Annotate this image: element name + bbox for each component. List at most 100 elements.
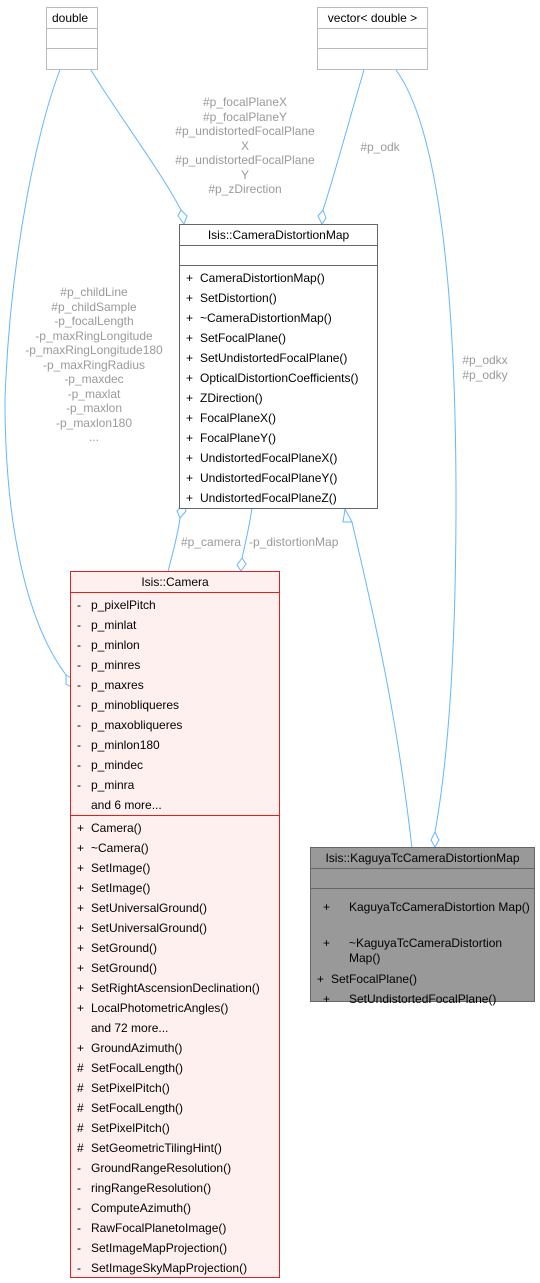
- camera-method-visibility: -: [77, 1161, 81, 1175]
- kaguya-method-visibility: +: [317, 972, 325, 986]
- camera-method-setimage[interactable]: +SetImage(): [71, 878, 279, 898]
- distortion-map-method-visibility: +: [186, 491, 194, 505]
- camera-attribute-p-maxres[interactable]: -p_maxres: [71, 675, 279, 695]
- kaguya-method-kaguyatccameradistortion-map[interactable]: +KaguyaTcCameraDistortion Map(): [311, 897, 534, 933]
- edge-label-double-cam-line: -p_maxlon180: [55, 415, 133, 430]
- camera-method-setimageskymapprojection[interactable]: -SetImageSkyMapProjection(): [71, 1258, 279, 1278]
- inheritance-arrowhead: [342, 507, 353, 523]
- distortion-map-method-zdirection[interactable]: +ZDirection(): [180, 388, 377, 408]
- distortion-map-method-visibility: +: [186, 391, 194, 405]
- distortion-map-method-cameradistortionmap[interactable]: +CameraDistortionMap(): [180, 268, 377, 288]
- distortion-map-method-name: SetUndistortedFocalPlane(): [200, 351, 348, 365]
- distortion-map-method-setundistortedfocalplane[interactable]: +SetUndistortedFocalPlane(): [180, 348, 377, 368]
- camera-attribute-visibility: -: [77, 698, 81, 712]
- class-camera-title: Isis::Camera: [71, 572, 279, 593]
- kaguya-method-visibility: +: [323, 992, 331, 1006]
- edge-label-double-cam-line: -p_maxlon: [65, 401, 123, 415]
- distortion-map-method-name: CameraDistortionMap(): [200, 271, 325, 285]
- camera-attribute-visibility: -: [77, 678, 81, 692]
- edge-label-double-dist-line: X: [240, 138, 249, 153]
- camera-method-ringrangeresolution[interactable]: -ringRangeResolution(): [71, 1178, 279, 1198]
- edge-label-vector-kag-line: #p_odkx: [462, 353, 508, 367]
- camera-method-setpixelpitch[interactable]: #SetPixelPitch(): [71, 1078, 279, 1098]
- camera-attribute-name: p_pixelPitch: [91, 598, 156, 612]
- camera-attribute-p-minlat[interactable]: -p_minlat: [71, 615, 279, 635]
- class-kaguya-tc-camera-distortion-map[interactable]: Isis::KaguyaTcCameraDistortionMap +Kaguy…: [310, 847, 535, 1006]
- edge-label-double-dist-line: #p_focalPlaneY: [202, 109, 288, 124]
- camera-attribute-p-minlon[interactable]: -p_minlon: [71, 635, 279, 655]
- camera-method-visibility: +: [77, 941, 85, 955]
- camera-attribute-p-pixelpitch[interactable]: -p_pixelPitch: [71, 595, 279, 615]
- distortion-map-method-undistortedfocalplaney[interactable]: +UndistortedFocalPlaneY(): [180, 468, 377, 488]
- camera-method-setuniversalground[interactable]: +SetUniversalGround(): [71, 898, 279, 918]
- edge-label-double-dist-line: #p_focalPlaneX: [202, 95, 288, 109]
- class-camera-methods: +Camera()+~Camera()+SetImage()+SetImage(…: [71, 816, 279, 1278]
- camera-attribute-p-maxobliqueres[interactable]: -p_maxobliqueres: [71, 715, 279, 735]
- camera-method-name: SetPixelPitch(): [91, 1121, 170, 1135]
- camera-method-setimagemapprojection[interactable]: -SetImageMapProjection(): [71, 1238, 279, 1258]
- kaguya-method-setfocalplane[interactable]: +SetFocalPlane(): [311, 969, 534, 989]
- distortion-map-method-opticaldistortioncoefficients[interactable]: +OpticalDistortionCoefficients(): [180, 368, 377, 388]
- camera-attribute-p-mindec[interactable]: -p_mindec: [71, 755, 279, 775]
- edge-vector-to-distortion-map: [322, 69, 365, 211]
- class-camera-attributes: -p_pixelPitch-p_minlat-p_minlon-p_minres…: [71, 593, 279, 816]
- camera-method-visibility: +: [77, 881, 85, 895]
- distortion-map-method-focalplanex[interactable]: +FocalPlaneX(): [180, 408, 377, 428]
- camera-attributes-more[interactable]: and 6 more...: [91, 798, 162, 812]
- camera-method-setuniversalground[interactable]: +SetUniversalGround(): [71, 918, 279, 938]
- camera-method-visibility: +: [77, 841, 85, 855]
- camera-method-setfocallength[interactable]: # SetFocalLength(): [71, 1098, 279, 1118]
- camera-method-computeazimuth[interactable]: -ComputeAzimuth(): [71, 1198, 279, 1218]
- camera-attribute-name: p_minres: [91, 658, 141, 672]
- camera-method-camera[interactable]: +Camera(): [71, 818, 279, 838]
- distortion-map-method-setdistortion[interactable]: +SetDistortion(): [180, 288, 377, 308]
- camera-method-visibility: -: [77, 1201, 81, 1215]
- camera-method-setfocallength[interactable]: #SetFocalLength(): [71, 1058, 279, 1078]
- class-double[interactable]: double: [46, 7, 98, 70]
- class-camera[interactable]: Isis::Camera -p_pixelPitch-p_minlat-p_mi…: [70, 571, 280, 1278]
- camera-method-setground[interactable]: +SetGround(): [71, 958, 279, 978]
- edge-label-vector-to-kaguya: #p_odkx#p_odky: [450, 353, 520, 382]
- camera-attribute-p-minres[interactable]: -p_minres: [71, 655, 279, 675]
- camera-method-name: SetFocalLength(): [91, 1101, 184, 1115]
- class-camera-distortion-map[interactable]: Isis::CameraDistortionMap +CameraDistort…: [179, 224, 378, 509]
- class-kaguya-title: Isis::KaguyaTcCameraDistortionMap: [311, 848, 534, 869]
- distortion-map-method-undistortedfocalplanez[interactable]: +UndistortedFocalPlaneZ(): [180, 488, 377, 508]
- class-vector-double[interactable]: vector< double >: [317, 7, 428, 70]
- kaguya-method-name: ~KaguyaTcCameraDistortion Map(): [349, 936, 503, 965]
- camera-method-setrightascensiondeclination[interactable]: + SetRightAscensionDeclination(): [71, 978, 279, 998]
- distortion-map-method-undistortedfocalplanex[interactable]: +UndistortedFocalPlaneX(): [180, 448, 377, 468]
- camera-method-visibility: +: [77, 1041, 85, 1055]
- class-kaguya-methods: +KaguyaTcCameraDistortion Map() + ~KaguyaT…: [311, 889, 534, 1025]
- camera-method-visibility: #: [77, 1101, 84, 1115]
- camera-method-setgeometrictilinghint[interactable]: #SetGeometricTilingHint(): [71, 1138, 279, 1158]
- kaguya-method-setundistortedfocalplane[interactable]: +SetUndistortedFocalPlane(): [311, 989, 534, 1025]
- class-double-methods: [47, 49, 97, 69]
- camera-attribute-p-minlon180[interactable]: -p_minlon180: [71, 735, 279, 755]
- camera-method-rawfocalplanetoimage[interactable]: -RawFocalPlanetoImage(): [71, 1218, 279, 1238]
- camera-method-visibility: -: [77, 1221, 81, 1235]
- class-camera-distortion-map-methods: +CameraDistortionMap()+SetDistortion()+~…: [180, 266, 377, 508]
- camera-method-visibility: #: [77, 1121, 84, 1135]
- camera-method-groundrangeresolution[interactable]: -GroundRangeResolution(): [71, 1158, 279, 1178]
- camera-method-setground[interactable]: +SetGround(): [71, 938, 279, 958]
- distortion-map-method-setfocalplane[interactable]: +SetFocalPlane(): [180, 328, 377, 348]
- camera-attribute-p-minra[interactable]: -p_minra: [71, 775, 279, 795]
- class-camera-distortion-map-attributes: [180, 246, 377, 266]
- camera-attribute-name: p_minlat: [91, 618, 137, 632]
- camera-attribute-p-minobliqueres[interactable]: -p_minobliqueres: [71, 695, 279, 715]
- camera-method-setimage[interactable]: +SetImage(): [71, 858, 279, 878]
- kaguya-method-visibility: +: [323, 936, 331, 950]
- camera-method-name: SetRightAscensionDeclination(): [91, 981, 260, 995]
- camera-attribute-name: p_maxobliqueres: [91, 718, 183, 732]
- kaguya-method-kaguyatccameradistortion-map[interactable]: + ~KaguyaTcCameraDistortion Map(): [311, 933, 534, 969]
- camera-methods-more[interactable]: and 72 more...: [91, 1021, 169, 1035]
- distortion-map-method-focalplaney[interactable]: +FocalPlaneY(): [180, 428, 377, 448]
- camera-method-visibility: +: [77, 981, 85, 995]
- camera-method-localphotometricangles[interactable]: +LocalPhotometricAngles(): [71, 998, 279, 1018]
- camera-method-groundazimuth[interactable]: +GroundAzimuth(): [71, 1038, 279, 1058]
- distortion-map-method-cameradistortionmap[interactable]: +~CameraDistortionMap(): [180, 308, 377, 328]
- camera-method-camera[interactable]: +~Camera(): [71, 838, 279, 858]
- camera-method-setpixelpitch[interactable]: # SetPixelPitch(): [71, 1118, 279, 1138]
- edge-label-double-dist-line: #p_undistortedFocalPlane: [175, 124, 315, 138]
